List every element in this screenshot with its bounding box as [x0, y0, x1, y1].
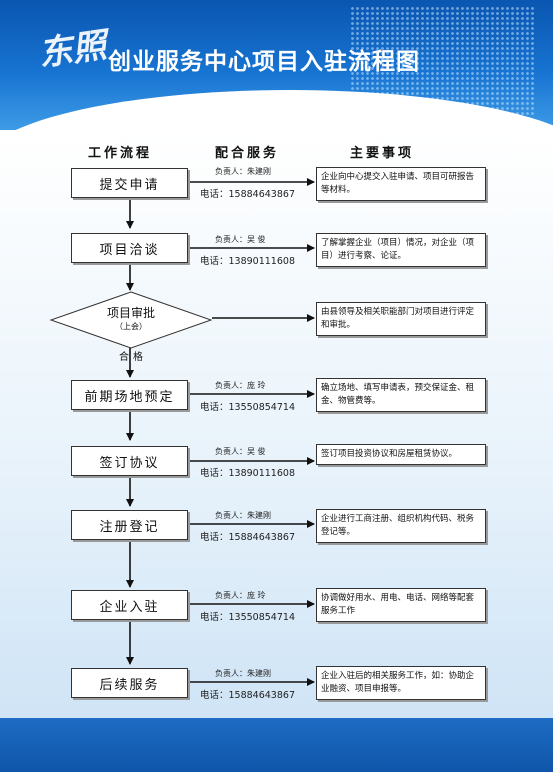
step-5-phone: 电话：13890111608	[200, 468, 295, 479]
column-header-workflow: 工作流程	[88, 146, 153, 161]
header-banner: 东照 创业服务中心项目入驻流程图	[0, 0, 553, 130]
step-8-person: 负责人：朱建刚	[215, 669, 271, 678]
step-4-person: 负责人：庞 玲	[215, 381, 266, 390]
step-7-person: 负责人：庞 玲	[215, 591, 266, 600]
step-project-negotiation: 项目洽谈	[71, 233, 188, 263]
decision-title: 项目审批	[106, 306, 155, 320]
step-2-person: 负责人：吴 俊	[215, 235, 266, 244]
decision-diamond	[49, 291, 213, 349]
step-4-note: 确立场地、填写申请表，预交保证金、租金、物管费等。	[316, 378, 486, 412]
footer-band	[0, 718, 553, 772]
step-4-phone: 电话：13550854714	[200, 402, 295, 413]
step-8-phone: 电话：15884643867	[200, 690, 295, 701]
step-follow-up-service: 后续服务	[71, 668, 188, 698]
step-registration: 注册登记	[71, 510, 188, 540]
step-5-person: 负责人：吴 俊	[215, 447, 266, 456]
step-8-note: 企业入驻后的相关服务工作，如：协助企业融资、项目申报等。	[316, 666, 486, 700]
step-2-phone: 电话：13890111608	[200, 256, 295, 267]
step-submit-application: 提交申请	[71, 168, 188, 198]
pass-label: 合格	[119, 352, 147, 363]
step-6-phone: 电话：15884643867	[200, 532, 295, 543]
step-7-note: 协调做好用水、用电、电话、网络等配套服务工作	[316, 588, 486, 622]
step-6-note: 企业进行工商注册、组织机构代码、税务登记等。	[316, 509, 486, 543]
decision-sublabel: （上会）	[115, 322, 147, 331]
page-title: 创业服务中心项目入驻流程图	[108, 49, 420, 75]
step-1-note: 企业向中心提交入驻申请、项目可研报告等材料。	[316, 167, 486, 201]
step-1-phone: 电话：15884643867	[200, 189, 295, 200]
step-site-reservation: 前期场地预定	[71, 380, 188, 410]
step-7-phone: 电话：13550854714	[200, 612, 295, 623]
step-enterprise-move-in: 企业入驻	[71, 590, 188, 620]
step-sign-agreement: 签订协议	[71, 446, 188, 476]
step-6-person: 负责人：朱建刚	[215, 511, 271, 520]
column-header-items: 主要事项	[350, 146, 415, 161]
column-header-service: 配合服务	[215, 146, 280, 161]
decision-label: 项目审批 （上会）	[61, 306, 201, 334]
step-5-note: 签订项目投资协议和房屋租赁协议。	[316, 444, 486, 465]
step-1-person: 负责人：朱建刚	[215, 167, 271, 176]
step-3-note: 由县领导及相关职能部门对项目进行评定和审批。	[316, 302, 486, 336]
step-2-note: 了解掌握企业（项目）情况，对企业（项目）进行考察、论证。	[316, 233, 486, 267]
